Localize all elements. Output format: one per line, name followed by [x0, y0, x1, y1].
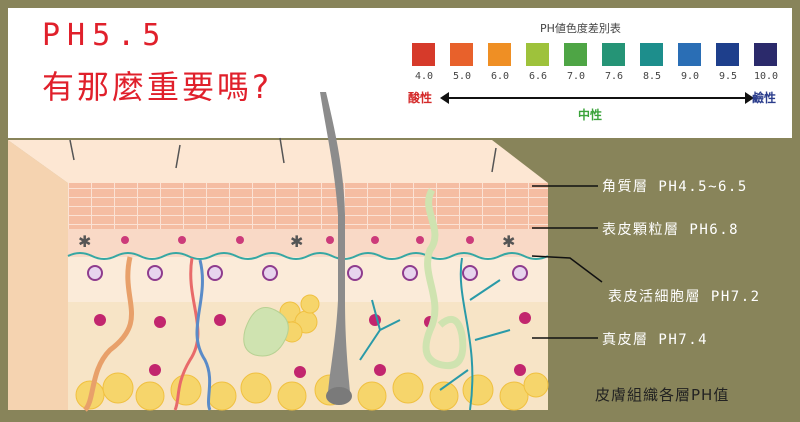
headline-question: 有那麼重要嗎? — [42, 68, 272, 106]
ph-swatch-label: 8.5 — [642, 71, 662, 82]
leader-lines — [531, 185, 603, 339]
ph-swatch-label: 6.6 — [528, 71, 548, 82]
blood-vessel-orange — [82, 256, 134, 412]
ph-swatch — [412, 43, 435, 66]
ph-swatch-label: 10.0 — [753, 71, 779, 82]
ph-swatch — [640, 43, 663, 66]
ph-scale-title: PH値色度差別表 — [540, 22, 621, 35]
footer-caption: 皮膚組織各層PH值 — [595, 386, 730, 404]
nerve-branches — [439, 279, 511, 391]
layer-label-dermis: 真皮層 PH7.4 — [602, 332, 709, 348]
blood-vessel-red — [173, 257, 200, 411]
ph-swatch — [450, 43, 473, 66]
ph-swatch — [602, 43, 625, 66]
melanocyte-marks: ✱ ✱ ✱ — [78, 232, 515, 251]
headline-ph: PH5.5 — [42, 18, 168, 53]
skin-top-surface — [8, 140, 548, 183]
basal-membrane-line — [67, 252, 549, 260]
svg-text:✱: ✱ — [290, 232, 303, 251]
nerve-teal — [459, 257, 474, 411]
ph-swatch-label: 9.5 — [718, 71, 738, 82]
sebaceous-gland — [243, 307, 289, 357]
acid-label: 酸性 — [408, 91, 433, 105]
ph-swatch-label: 7.0 — [566, 71, 586, 82]
ph-swatch-label: 9.0 — [680, 71, 700, 82]
header-panel — [8, 8, 792, 138]
living-cells — [87, 265, 528, 281]
layer-label-granular: 表皮顆粒層 PH6.8 — [602, 222, 740, 238]
ph-swatch-label: 6.0 — [490, 71, 510, 82]
sweat-gland — [422, 188, 467, 370]
ph-swatch — [716, 43, 739, 66]
ph-swatch-label: 5.0 — [452, 71, 472, 82]
nerve-left — [359, 299, 401, 361]
ph-swatch — [526, 43, 549, 66]
neutral-label: 中性 — [578, 108, 603, 122]
layer-label-living-cell: 表皮活細胞層 PH7.2 — [608, 289, 761, 305]
ph-swatch — [754, 43, 777, 66]
ph-arrow-line — [446, 97, 748, 99]
hair-shaft — [320, 92, 350, 392]
hair-bulb — [326, 387, 352, 405]
svg-text:✱: ✱ — [502, 232, 515, 251]
right-arrowhead-icon — [745, 92, 754, 104]
left-arrowhead-icon — [440, 92, 449, 104]
fat-cells — [75, 294, 549, 411]
stratum-corneum-layer — [68, 183, 548, 229]
skin-side-face — [8, 140, 68, 410]
granular-marks — [121, 236, 474, 244]
surface-hairs — [69, 137, 497, 173]
ph-swatch — [678, 43, 701, 66]
blood-vessel-blue — [195, 259, 212, 411]
svg-text:✱: ✱ — [78, 232, 91, 251]
ph-swatch-label: 7.6 — [604, 71, 624, 82]
layer-label-stratum-corneum: 角質層 PH4.5~6.5 — [602, 179, 748, 195]
alkaline-label: 鹼性 — [752, 91, 777, 105]
ph-swatch-label: 4.0 — [414, 71, 434, 82]
granular-layer — [68, 229, 548, 257]
ph-swatch — [488, 43, 511, 66]
dermis-cells — [94, 312, 531, 378]
ph-swatch — [564, 43, 587, 66]
